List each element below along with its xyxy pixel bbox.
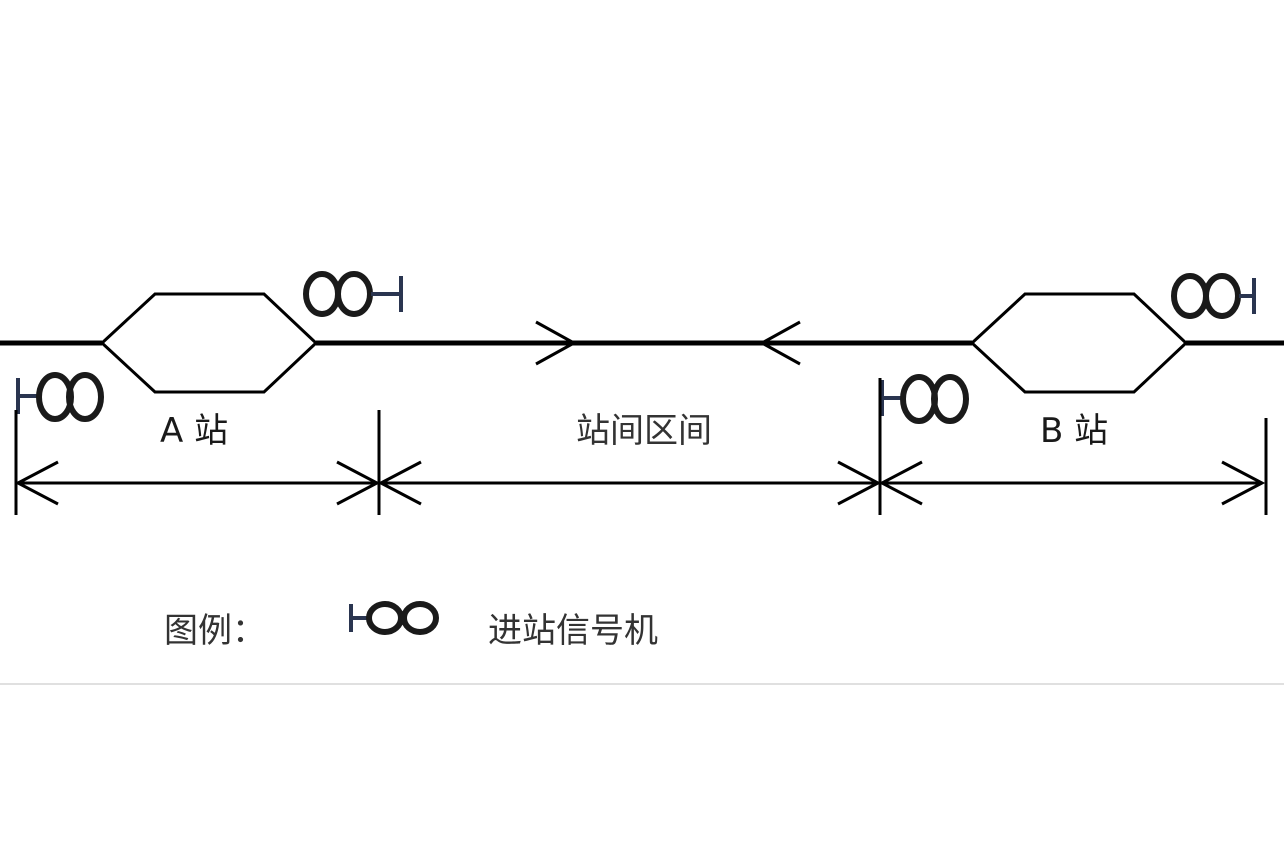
entry-signal-icon	[880, 374, 969, 424]
legend-signal-label: 进站信号机	[488, 611, 658, 651]
section-label: 站间区间	[576, 411, 712, 451]
entry-signal-icon	[16, 372, 104, 422]
station-b-siding	[969, 292, 1189, 394]
dimension-arrow-section	[377, 460, 882, 506]
direction-arrow-left	[758, 320, 801, 366]
dimension-arrow-station-b	[878, 460, 1266, 506]
station-a-label: A 站	[160, 411, 228, 451]
entry-signal-icon	[349, 601, 439, 635]
direction-arrow-right	[535, 320, 578, 366]
dimension-arrow-station-a	[14, 460, 381, 506]
station-b-label: B 站	[1040, 411, 1108, 451]
legend-title: 图例：	[164, 611, 266, 651]
entry-signal-icon	[1171, 273, 1256, 319]
entry-signal-icon	[303, 271, 403, 317]
station-a-siding	[99, 292, 319, 394]
